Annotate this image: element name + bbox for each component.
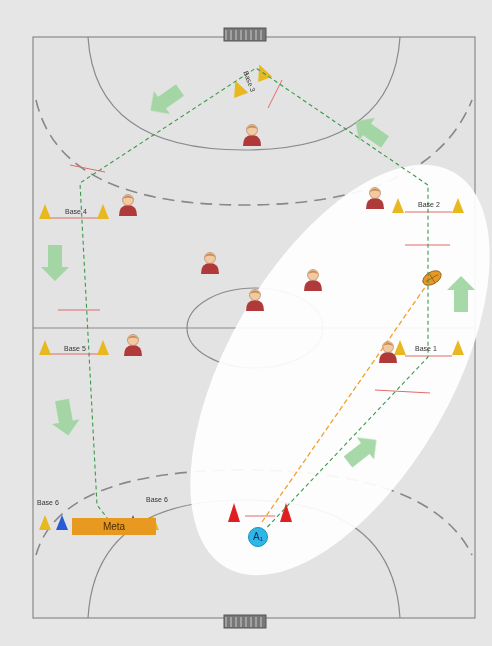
player-figure [246, 290, 264, 312]
node-text: Meta [103, 522, 125, 532]
route-line [80, 68, 428, 527]
base-label: Base 6 [37, 499, 59, 506]
base-label: Base 1 [415, 345, 437, 352]
player-figure [119, 195, 137, 217]
base-label: Base 4 [65, 208, 87, 215]
player-figure [366, 188, 384, 210]
finish-box: Meta [72, 518, 156, 535]
base-label: Base 6 [146, 496, 168, 503]
player-figure [201, 253, 219, 275]
player-figure [379, 342, 397, 364]
player-circle: A₁ [248, 527, 268, 547]
node-text: A₁ [253, 532, 263, 542]
player-figure [243, 125, 261, 147]
base-label: Base 2 [418, 201, 440, 208]
base-label: Base 5 [64, 345, 86, 352]
player-figure [124, 335, 142, 357]
player-figure [304, 270, 322, 292]
